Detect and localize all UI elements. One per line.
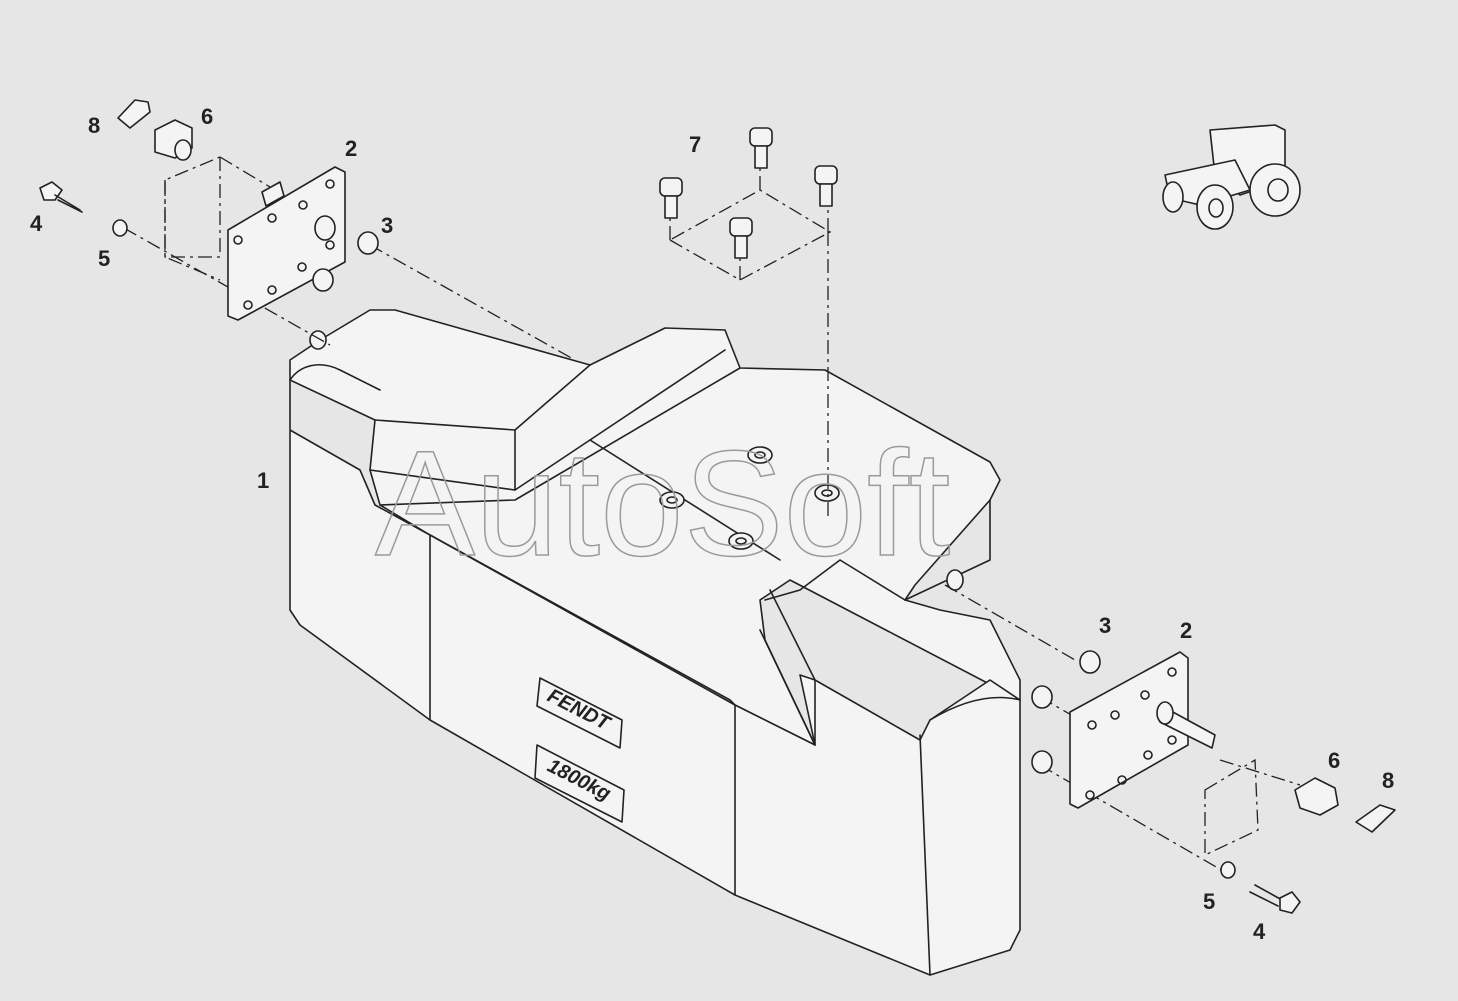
stud [814, 165, 838, 207]
stud [749, 127, 773, 169]
stud-assembly [659, 127, 838, 520]
callout-8: 8 [1382, 768, 1394, 793]
top-hole [814, 484, 840, 502]
callout-2: 2 [345, 136, 357, 161]
spacer-left [312, 268, 334, 292]
callout-5: 5 [1203, 889, 1215, 914]
clip-right [1355, 804, 1396, 833]
washer-left [112, 219, 128, 237]
bracket-plate-left [227, 166, 346, 321]
callout-2: 2 [1180, 618, 1192, 643]
stud [659, 177, 683, 219]
callout-6: 6 [1328, 748, 1340, 773]
top-hole [659, 491, 685, 509]
callout-6: 6 [201, 104, 213, 129]
spacer-right [1031, 685, 1053, 709]
bracket-plate-right [1069, 651, 1189, 809]
watermark-text: AutoSoft [375, 419, 950, 587]
right-bracket-assembly [944, 584, 1396, 914]
bolt-right [1279, 891, 1301, 914]
spacer-right-3 [1079, 650, 1101, 674]
counterweight-body [289, 309, 1021, 976]
tractor-icon [1162, 124, 1301, 230]
washer-right [1220, 861, 1236, 879]
callout-7: 7 [689, 132, 701, 157]
callout-8: 8 [88, 113, 100, 138]
top-hole [728, 532, 754, 550]
callout-4: 4 [30, 211, 43, 236]
side-hole [946, 569, 964, 591]
callout-1: 1 [257, 468, 269, 493]
callout-3: 3 [1099, 613, 1111, 638]
spacer-right [1031, 750, 1053, 774]
callout-3: 3 [381, 213, 393, 238]
callout-5: 5 [98, 246, 110, 271]
callout-labels: 1 2 2 3 3 4 4 5 5 6 6 7 8 8 [30, 104, 1394, 944]
callout-4: 4 [1253, 919, 1266, 944]
top-hole [747, 446, 773, 464]
stud [729, 217, 753, 259]
left-bracket-assembly [39, 99, 576, 361]
clip-left [117, 99, 151, 129]
spacer-left-3 [357, 231, 379, 255]
pin-right [1294, 777, 1339, 816]
